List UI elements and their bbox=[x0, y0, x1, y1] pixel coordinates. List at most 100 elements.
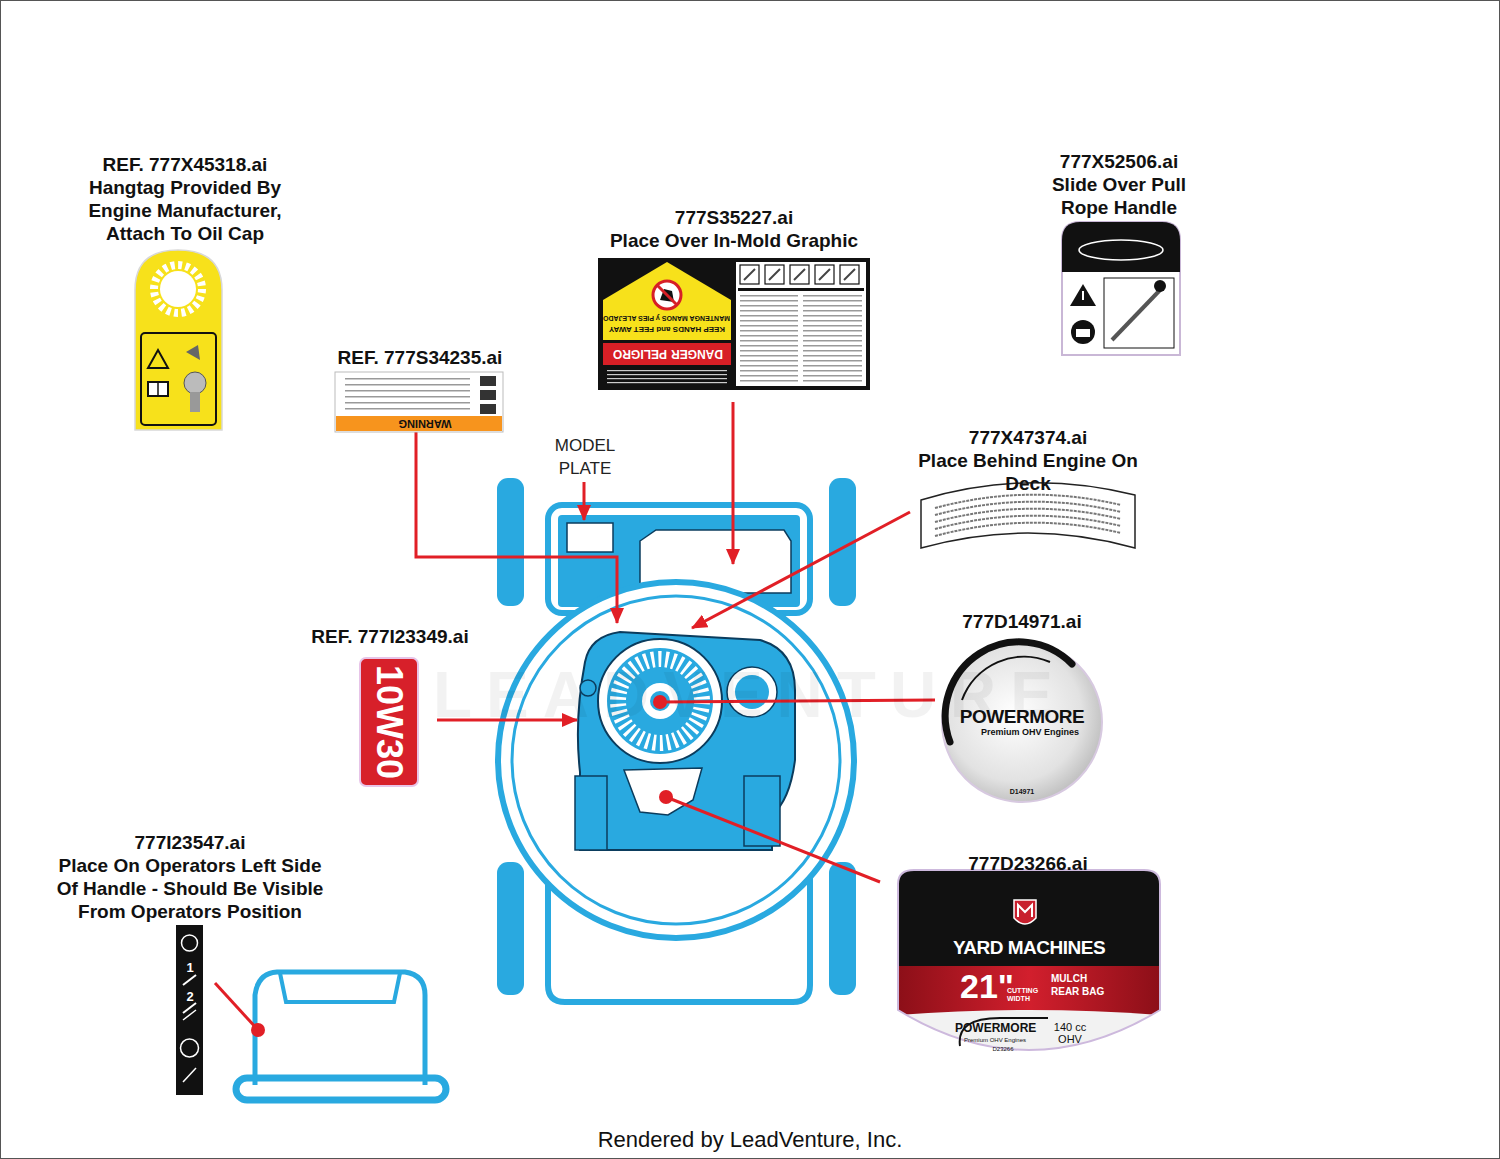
rect-graphic bbox=[898, 870, 1160, 1070]
brand-tagline: Premium OHV Engines bbox=[955, 1036, 1035, 1044]
placement-note: Hangtag Provided By Engine Manufacturer,… bbox=[83, 176, 288, 245]
position-number: 2 bbox=[183, 989, 197, 1004]
engine-size: 140 cc OHV bbox=[1050, 1021, 1090, 1045]
path-graphic bbox=[935, 523, 1121, 536]
line-graphic bbox=[583, 482, 586, 520]
footer-credit: Rendered by LeadVenture, Inc. bbox=[540, 1127, 960, 1153]
rect-graphic bbox=[740, 300, 798, 302]
rect-graphic bbox=[345, 390, 470, 392]
rect-graphic bbox=[740, 320, 798, 322]
deck-size-note: CUTTING WIDTH bbox=[1007, 987, 1041, 1003]
path-graphic bbox=[794, 269, 805, 280]
path-graphic bbox=[819, 269, 830, 280]
path-graphic bbox=[744, 269, 755, 280]
circle-graphic bbox=[1154, 280, 1166, 292]
part-number: 777D23266.ai bbox=[928, 852, 1128, 875]
part-number: 777X52506.ai bbox=[1034, 150, 1204, 173]
placement-note: Place Over In-Mold Graphic bbox=[594, 229, 874, 252]
circle-graphic bbox=[498, 582, 854, 938]
line-graphic bbox=[666, 797, 880, 882]
part-number: 777X47374.ai bbox=[903, 426, 1153, 449]
decal-code: D23266 bbox=[983, 1045, 1023, 1053]
rect-graphic bbox=[567, 523, 613, 552]
rect-graphic bbox=[497, 862, 524, 995]
part-number: REF. 777X45318.ai bbox=[75, 153, 295, 176]
rect-graphic bbox=[803, 360, 862, 362]
rect-graphic bbox=[740, 310, 798, 312]
model-plate: MODEL PLATE bbox=[545, 432, 625, 556]
warning-decal: REF. 777S34235.aiWARNING bbox=[330, 345, 510, 437]
rect-graphic bbox=[740, 370, 798, 372]
handle-drawing bbox=[236, 972, 446, 1100]
rect-graphic bbox=[803, 310, 862, 312]
path-graphic bbox=[1014, 900, 1036, 924]
rect-graphic bbox=[740, 380, 798, 382]
rect-graphic bbox=[840, 265, 859, 284]
rope-handle-decal: 777X52506.aiSlide Over Pull Rope Handle bbox=[1035, 148, 1205, 360]
rect-graphic bbox=[740, 375, 798, 377]
rect-graphic bbox=[480, 376, 496, 386]
rect-graphic bbox=[336, 416, 502, 431]
g-graphic bbox=[898, 870, 1160, 1070]
path-graphic bbox=[183, 975, 196, 985]
hangtag-decal: REF. 777X45318.aiHangtag Provided By Eng… bbox=[75, 150, 295, 435]
circle-graphic bbox=[184, 372, 206, 394]
rect-graphic bbox=[480, 404, 496, 414]
line-graphic bbox=[1112, 288, 1162, 340]
rect-graphic bbox=[740, 325, 798, 327]
rect-graphic bbox=[497, 478, 524, 606]
rect-graphic bbox=[803, 380, 862, 382]
path-graphic bbox=[898, 1010, 1160, 1070]
rect-graphic bbox=[335, 372, 503, 432]
rect-graphic bbox=[738, 288, 864, 291]
part-number: 777S35227.ai bbox=[594, 206, 874, 229]
rect-graphic bbox=[740, 265, 759, 284]
circle-graphic bbox=[181, 1039, 199, 1057]
brand-name: YARD MACHINES bbox=[944, 937, 1114, 959]
rect-graphic bbox=[1076, 329, 1090, 337]
rect-graphic bbox=[803, 340, 862, 342]
rect-graphic bbox=[736, 262, 866, 386]
hazard-text: KEEP HANDS and FEET AWAY bbox=[604, 324, 730, 335]
rect-graphic bbox=[740, 305, 798, 307]
rect-graphic bbox=[360, 658, 418, 786]
rect-graphic bbox=[480, 390, 496, 400]
path-graphic bbox=[280, 973, 400, 1002]
rect-graphic bbox=[898, 966, 1160, 1016]
plate-label: MODEL PLATE bbox=[548, 434, 622, 480]
path-graphic bbox=[183, 1068, 196, 1082]
rect-graphic bbox=[829, 862, 856, 995]
part-number: REF. 777S34235.ai bbox=[330, 346, 510, 369]
rect-graphic bbox=[575, 776, 607, 850]
rect-graphic bbox=[740, 365, 798, 367]
rect-graphic bbox=[803, 305, 862, 307]
signal-word: PELIGRO bbox=[610, 346, 670, 362]
rect-graphic bbox=[345, 396, 470, 398]
path-graphic bbox=[186, 345, 200, 360]
deck-size: 21" bbox=[960, 966, 1004, 1006]
polygon-graphic bbox=[603, 262, 731, 340]
part-number: 777D14971.ai bbox=[932, 610, 1112, 633]
path-graphic bbox=[898, 870, 1160, 1050]
decal-code: D14971 bbox=[997, 787, 1047, 796]
circle-graphic bbox=[182, 935, 198, 951]
placement-note: Place On Operators Left Side Of Handle -… bbox=[52, 854, 328, 923]
feature-text: MULCH REAR BAG bbox=[1051, 972, 1107, 998]
part-number: REF. 777I23349.ai bbox=[300, 625, 480, 648]
line-graphic bbox=[157, 382, 159, 396]
rect-graphic bbox=[740, 340, 798, 342]
rect-graphic bbox=[607, 378, 727, 379]
rect-graphic bbox=[740, 350, 798, 352]
path-graphic bbox=[1018, 905, 1032, 917]
rect-graphic bbox=[740, 360, 798, 362]
line-graphic bbox=[657, 285, 677, 305]
hazard-text: MANTENGA MANOS y PIES ALEJADOS bbox=[604, 313, 730, 323]
rect-graphic bbox=[803, 300, 862, 302]
brand-decal: 777D23266.aiYARD MACHINES 21"CUTTING WIDT… bbox=[880, 850, 1170, 1065]
rect-graphic bbox=[141, 333, 216, 425]
line-graphic bbox=[215, 983, 258, 1030]
polygon-graphic bbox=[148, 350, 168, 368]
rect-graphic bbox=[803, 335, 862, 337]
rect-graphic bbox=[148, 382, 168, 396]
